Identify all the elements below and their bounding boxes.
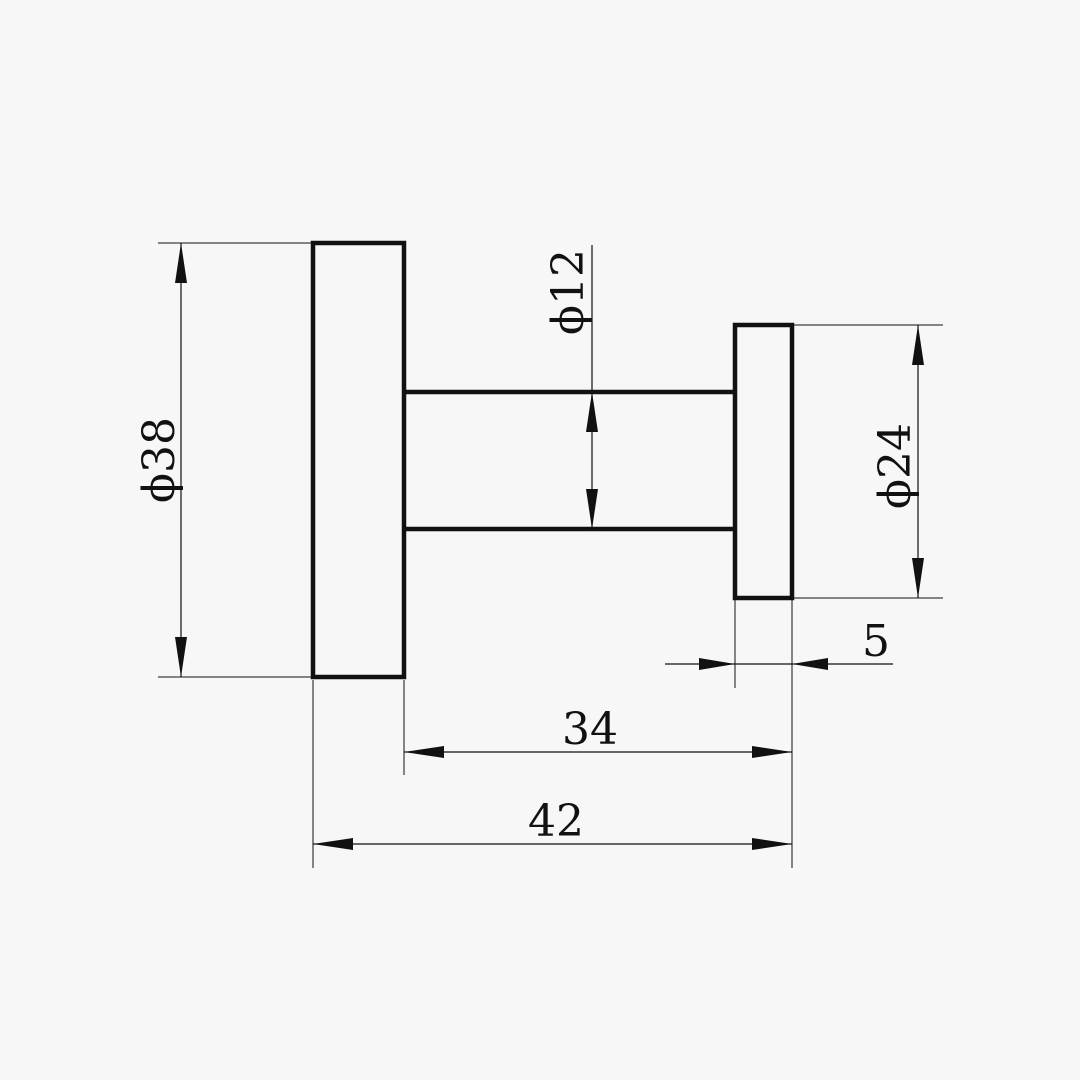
shaft-diameter-label: ϕ12 (543, 249, 594, 335)
cap-plate (732, 322, 795, 601)
hook-outline (310, 240, 795, 680)
arrow-down-icon (586, 489, 598, 529)
arrow-left-icon (404, 746, 444, 758)
dim-shaft-length: 34 (403, 600, 793, 868)
arrow-right-icon (699, 658, 735, 670)
cap-thickness-label: 5 (862, 616, 890, 667)
base-plate (310, 240, 407, 680)
arrow-right-icon (752, 838, 792, 850)
arrow-up-icon (175, 243, 187, 283)
arrow-left-icon (792, 658, 828, 670)
cap-diameter-label: ϕ24 (870, 423, 921, 509)
arrow-up-icon (586, 392, 598, 432)
overall-length-label: 42 (528, 796, 584, 847)
base-diameter-label: ϕ38 (134, 417, 185, 503)
shaft-length-label: 34 (562, 704, 618, 755)
arrow-right-icon (752, 746, 792, 758)
arrow-left-icon (313, 838, 353, 850)
arrow-down-icon (175, 637, 187, 677)
arrow-up-icon (912, 325, 924, 365)
dim-cap-diameter: ϕ24 (794, 324, 943, 599)
dim-base-diameter: ϕ38 (134, 242, 311, 678)
arrow-down-icon (912, 558, 924, 598)
dim-shaft-diameter: ϕ12 (543, 245, 598, 529)
dim-overall-length: 42 (312, 680, 792, 868)
dim-cap-thickness: 5 (665, 600, 893, 688)
